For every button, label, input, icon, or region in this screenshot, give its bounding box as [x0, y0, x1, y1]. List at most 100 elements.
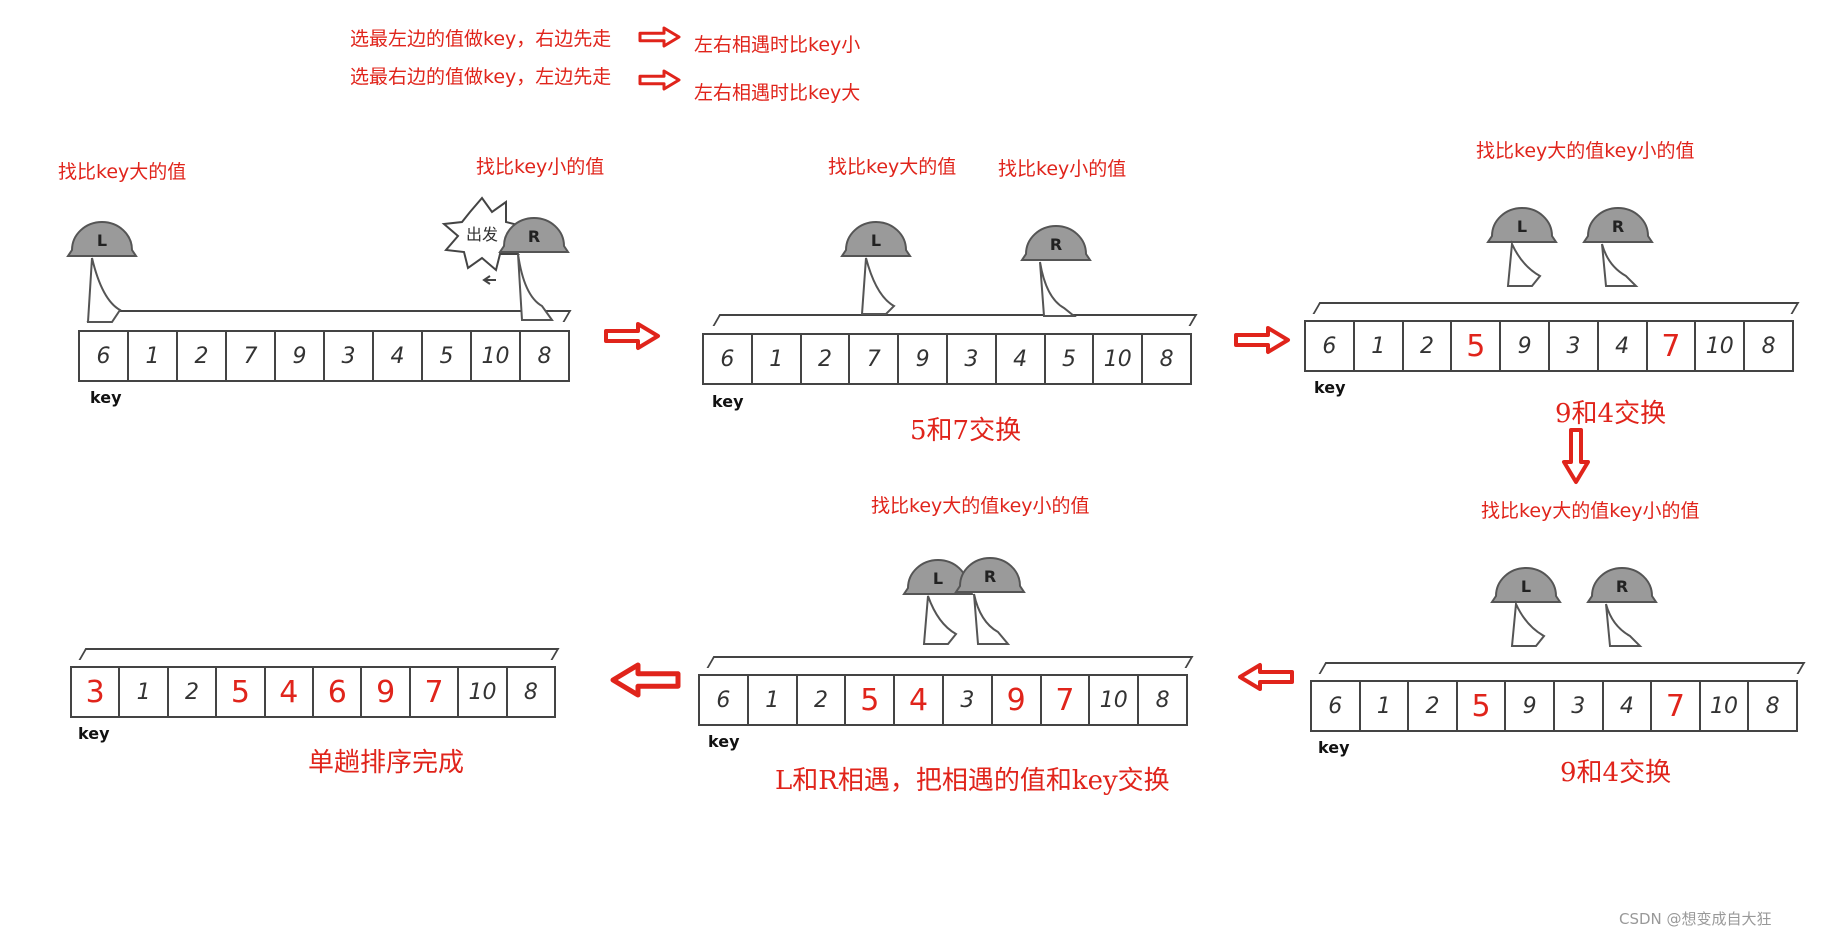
array-cell: 10: [1696, 322, 1746, 370]
p2-find-right-label: 找比key小的值: [998, 158, 1127, 180]
array-cell: 3: [1555, 682, 1604, 730]
array-cell: 6: [700, 676, 749, 724]
watermark: CSDN @想变成自大狂: [1619, 910, 1772, 928]
array-cell: 9: [993, 676, 1042, 724]
helmet-letter: L: [871, 231, 881, 250]
helmet-letter: R: [1616, 577, 1628, 596]
helmet-R-panel5: R: [954, 557, 1026, 645]
array-cell: 4: [895, 676, 944, 724]
helmet-L-panel4: L: [1490, 567, 1562, 647]
helmet-R-panel4: R: [1586, 567, 1658, 647]
helmet-letter: L: [1521, 577, 1531, 596]
array-cell: 5: [846, 676, 896, 724]
array-cell: 1: [749, 676, 798, 724]
rule-arrow-2: [638, 69, 681, 91]
helmet-L-panel3: L: [1486, 207, 1558, 287]
key-label: key: [1314, 378, 1346, 397]
helmet-R-panel3: R: [1582, 207, 1654, 287]
helmet-L-panel2: L: [840, 221, 912, 315]
helmet-letter: L: [97, 231, 107, 250]
array-cell: 5: [1452, 322, 1502, 370]
array-cell: 9: [362, 668, 411, 716]
array-cell: 7: [411, 668, 460, 716]
p2-caption: 5和7交换: [910, 416, 1022, 446]
arrow-p5-to-p6: [613, 665, 678, 695]
helmet-letter: L: [1517, 217, 1527, 236]
array-cell: 9: [1506, 682, 1555, 730]
p2-find-left-label: 找比key大的值: [828, 156, 957, 178]
array-cell: 2: [798, 676, 847, 724]
p4-find-label: 找比key大的值key小的值: [1481, 500, 1700, 522]
array-cell: 9: [899, 335, 948, 383]
array-cell: 4: [1599, 322, 1648, 370]
array-cell: 1: [120, 668, 169, 716]
p3-find-label: 找比key大的值key小的值: [1476, 140, 1695, 162]
array-cell: 8: [523, 679, 538, 705]
array-cell: 2: [1404, 322, 1453, 370]
p5-caption: L和R相遇，把相遇的值和key交换: [775, 766, 1170, 796]
key-label: key: [712, 392, 744, 411]
array-cell: 3: [944, 676, 993, 724]
array-cell: 2: [1409, 682, 1458, 730]
array-cell: 7: [1652, 682, 1701, 730]
p3-caption: 9和4交换: [1555, 399, 1667, 429]
array-cell: 4: [997, 335, 1046, 383]
helmet-letter: R: [1050, 235, 1062, 254]
array-cell: 7: [850, 335, 900, 383]
array-cell: 1: [129, 332, 178, 380]
helmet-L-panel5: L: [902, 559, 974, 645]
array-cell: 9: [276, 332, 325, 380]
p6-caption: 单趟排序完成: [308, 748, 465, 778]
array-cell: 1: [753, 335, 802, 383]
array-cell: 4: [266, 668, 315, 716]
array-cell: 4: [374, 332, 423, 380]
array-cell: 8: [537, 343, 552, 369]
key-label: key: [90, 388, 122, 407]
array-cell: 10: [1094, 335, 1144, 383]
rule-left-key: 选最左边的值做key，右边先走: [350, 28, 612, 50]
p1-find-right-label: 找比key小的值: [476, 156, 605, 178]
array-cell: 7: [1648, 322, 1697, 370]
array-cell: 10: [459, 668, 508, 716]
array-cell: 2: [169, 668, 218, 716]
key-label: key: [708, 732, 740, 751]
key-label: key: [1318, 738, 1350, 757]
helmet-R-panel1: R: [498, 217, 570, 321]
arrow-p2-to-p3: [1234, 326, 1290, 354]
array-cell: 3: [1550, 322, 1599, 370]
helmet-L-panel1: L: [66, 221, 138, 323]
array-cell: 10: [1090, 676, 1140, 724]
key-label: key: [78, 724, 110, 743]
array-cell: 7: [227, 332, 276, 380]
arrow-p1-to-p2: [604, 322, 660, 350]
array-cell: 1: [1361, 682, 1410, 730]
array-cell: 5: [217, 668, 266, 716]
helmet-letter: R: [1612, 217, 1624, 236]
array-cell: 2: [178, 332, 227, 380]
array-cell: 4: [1604, 682, 1653, 730]
array-cell: 3: [72, 668, 121, 716]
array-cell: 8: [1159, 346, 1174, 372]
array-cell: 6: [80, 332, 129, 380]
array-cell: 3: [325, 332, 374, 380]
rule-left-key-result: 左右相遇时比key小: [694, 34, 861, 56]
array-cell: 6: [1306, 322, 1355, 370]
rule-arrow-1: [638, 26, 681, 48]
array-cell: 5: [1046, 335, 1095, 383]
array-cell: 5: [1458, 682, 1507, 730]
array-cell: 3: [948, 335, 997, 383]
helmet-letter: L: [933, 569, 943, 588]
arrow-p4-to-p5: [1238, 663, 1294, 691]
array-cell: 5: [423, 332, 472, 380]
array-cell: 6: [314, 668, 363, 716]
array-cell: 7: [1042, 676, 1091, 724]
array-cell: 10: [472, 332, 521, 380]
rule-right-key-result: 左右相遇时比key大: [694, 82, 861, 104]
